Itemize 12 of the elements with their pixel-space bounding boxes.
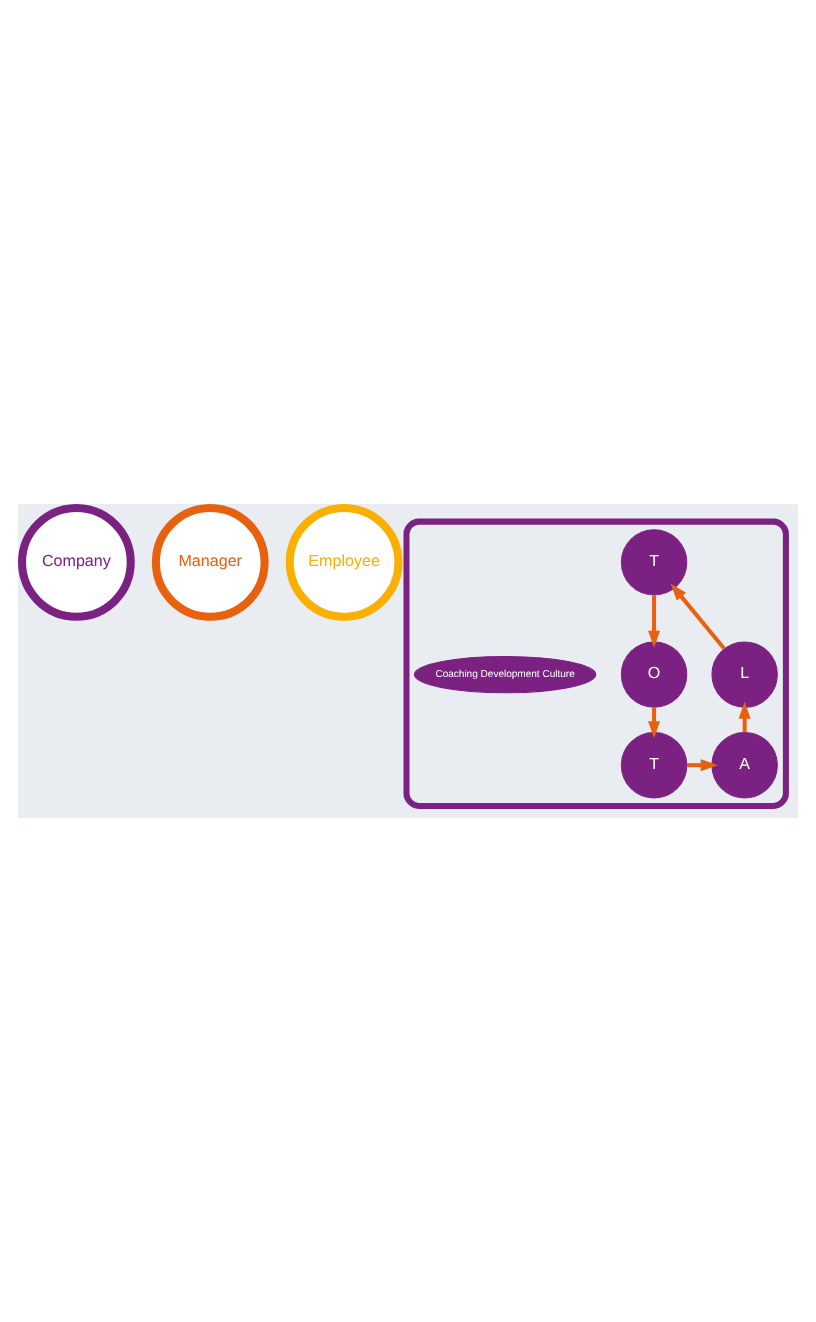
node-circle: Employee xyxy=(285,504,403,621)
node-circle: T xyxy=(620,529,688,596)
node-circle: T xyxy=(620,731,688,799)
node-circle: A xyxy=(711,731,778,799)
node-circle: L xyxy=(711,641,778,708)
arrow xyxy=(648,595,661,648)
arrow xyxy=(687,759,718,772)
arrow xyxy=(670,583,726,650)
node-circle: Company xyxy=(18,504,135,621)
node-circle: O xyxy=(620,641,688,708)
node-circle: Manager xyxy=(151,504,269,621)
cluster xyxy=(403,518,789,809)
